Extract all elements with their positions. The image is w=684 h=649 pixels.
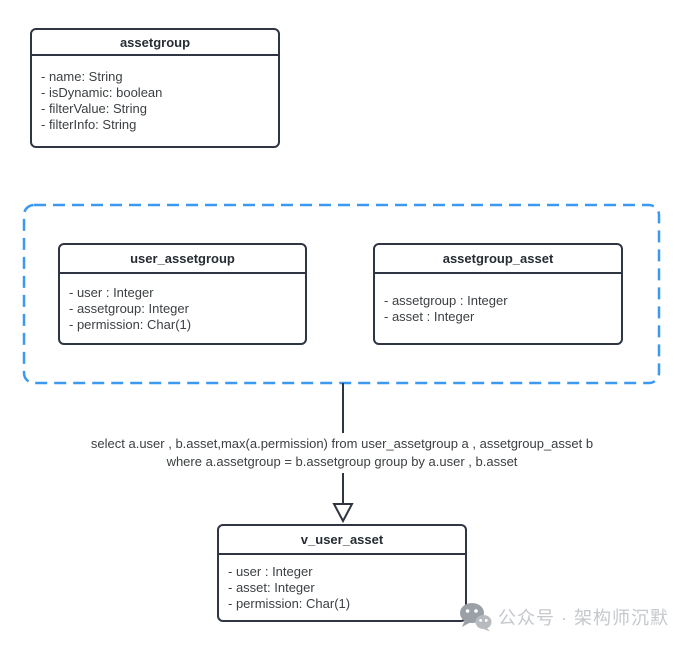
class-box-v-user-asset: v_user_asset - user : Integer - asset: I…: [217, 524, 467, 622]
class-fields-assetgroup-asset: - assetgroup : Integer - asset : Integer: [375, 274, 621, 343]
watermark-text: 公众号 · 架构师沉默: [498, 608, 669, 628]
class-fields-v-user-asset: - user : Integer - asset: Integer - perm…: [219, 555, 465, 620]
class-box-assetgroup-asset: assetgroup_asset - assetgroup : Integer …: [373, 243, 623, 345]
sql-annotation: select a.user , b.asset,max(a.permission…: [0, 433, 684, 473]
class-title-assetgroup-asset: assetgroup_asset: [375, 245, 621, 274]
class-title-v-user-asset: v_user_asset: [219, 526, 465, 555]
field-line: - permission: Char(1): [69, 316, 192, 332]
class-title-assetgroup: assetgroup: [32, 30, 278, 56]
watermark: 公众号 · 架构师沉默: [459, 602, 669, 632]
field-line: - user : Integer: [69, 284, 154, 300]
wechat-icon: [460, 603, 492, 632]
sql-line-1: select a.user , b.asset,max(a.permission…: [90, 436, 594, 451]
field-line: - permission: Char(1): [228, 595, 351, 611]
class-title-user-assetgroup: user_assetgroup: [60, 245, 305, 274]
class-box-user-assetgroup: user_assetgroup - user : Integer - asset…: [58, 243, 307, 345]
field-line: - filterInfo: String: [41, 117, 137, 132]
class-fields-user-assetgroup: - user : Integer - assetgroup: Integer -…: [60, 274, 305, 343]
field-line: - asset : Integer: [384, 308, 475, 324]
field-line: - assetgroup : Integer: [384, 292, 508, 308]
field-line: - name: String: [41, 69, 123, 84]
class-fields-assetgroup: - name: String - isDynamic: boolean - fi…: [32, 56, 278, 146]
field-line: - isDynamic: boolean: [41, 85, 163, 100]
group-container-border: [22, 203, 661, 385]
class-box-assetgroup: assetgroup - name: String - isDynamic: b…: [30, 28, 280, 148]
field-line: - filterValue: String: [41, 101, 147, 116]
sql-line-2: where a.assetgroup = b.assetgroup group …: [166, 454, 518, 469]
field-line: - user : Integer: [228, 563, 313, 579]
field-line: - asset: Integer: [228, 579, 315, 595]
field-line: - assetgroup: Integer: [69, 300, 189, 316]
arrow-head-icon: [332, 503, 354, 523]
